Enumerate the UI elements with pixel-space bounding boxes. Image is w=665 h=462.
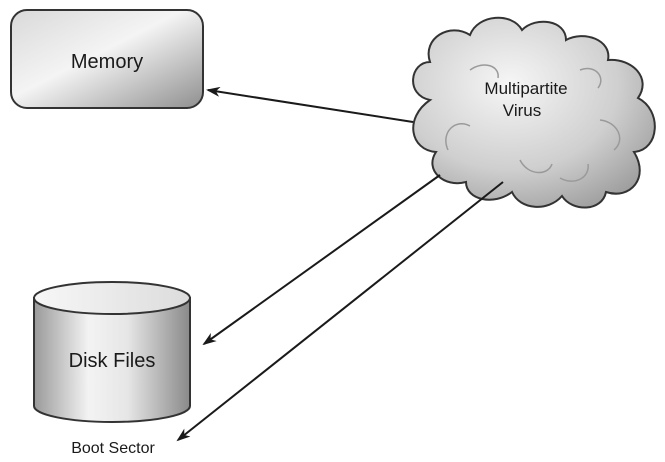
memory-label: Memory (71, 51, 143, 73)
disk-files-cylinder-body (33, 297, 191, 423)
disk-files-cylinder-top (33, 281, 191, 315)
arrow-virus-to-memory (206, 86, 414, 123)
arrow-virus-to-boot-sector (176, 181, 504, 442)
disk-files-label: Disk Files (69, 350, 156, 372)
virus-label-line2: Virus (503, 101, 541, 120)
disk-files-node: Disk Files (33, 281, 191, 423)
virus-node: Multipartite Virus (412, 16, 656, 209)
arrow-virus-to-disk-files (202, 174, 441, 346)
boot-sector-label: Boot Sector (71, 440, 155, 457)
memory-node: Memory (10, 9, 204, 109)
virus-cloud-texture (445, 64, 621, 182)
virus-cloud-shape (412, 16, 656, 209)
virus-label-line1: Multipartite (484, 79, 567, 98)
memory-box (10, 9, 204, 109)
